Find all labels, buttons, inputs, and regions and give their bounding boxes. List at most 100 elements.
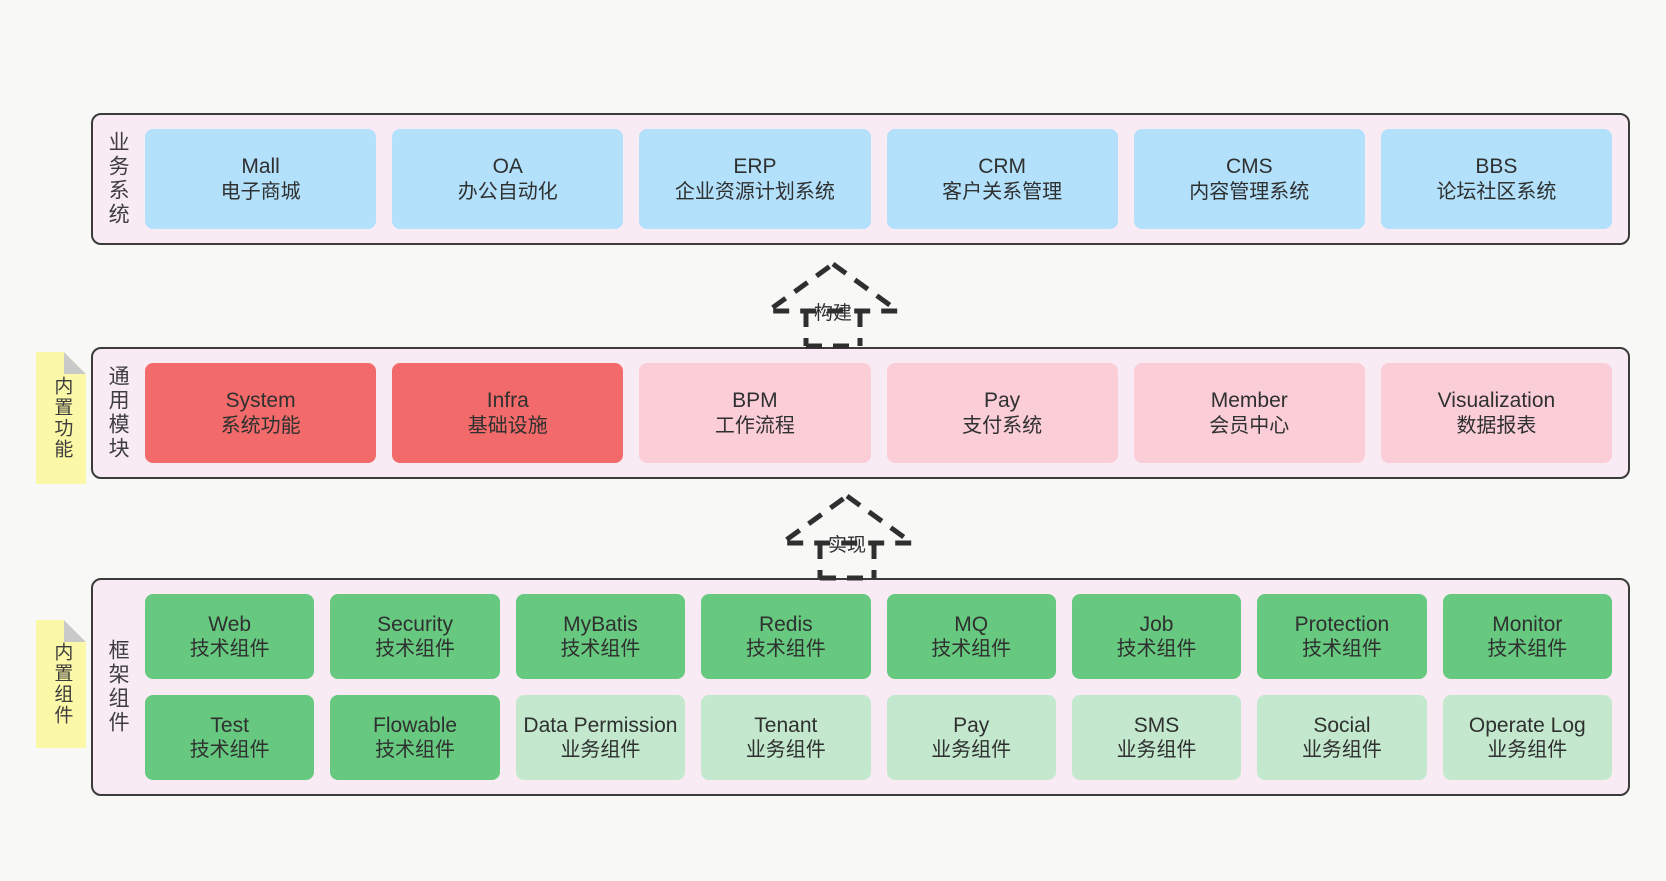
connector-label-implement: 实现 bbox=[828, 535, 867, 556]
card-web[interactable]: Web 技术组件 bbox=[145, 594, 315, 679]
card-pay-business[interactable]: Pay 业务组件 bbox=[886, 695, 1056, 780]
layer-body-common-module: System 系统功能 Infra 基础设施 BPM 工作流程 Pay 支付系统… bbox=[141, 349, 1628, 477]
card-title: MyBatis bbox=[563, 612, 638, 636]
card-subtitle: 系统功能 bbox=[220, 414, 301, 437]
card-subtitle: 技术组件 bbox=[1116, 638, 1197, 661]
card-title: Test bbox=[210, 713, 249, 737]
card-erp[interactable]: ERP 企业资源计划系统 bbox=[639, 129, 871, 229]
card-row: Test 技术组件 Flowable 技术组件 Data Permission … bbox=[145, 695, 1612, 780]
card-title: Mall bbox=[241, 155, 280, 178]
card-redis[interactable]: Redis 技术组件 bbox=[701, 594, 871, 679]
card-subtitle: 业务组件 bbox=[745, 739, 826, 762]
card-infra[interactable]: Infra 基础设施 bbox=[392, 363, 624, 463]
card-protection[interactable]: Protection 技术组件 bbox=[1257, 594, 1427, 679]
card-subtitle: 工作流程 bbox=[714, 414, 795, 437]
card-bbs[interactable]: BBS 论坛社区系统 bbox=[1380, 129, 1613, 229]
card-crm[interactable]: CRM 客户关系管理 bbox=[886, 129, 1118, 229]
note-builtin-component: 内置组件 bbox=[36, 620, 86, 748]
card-member[interactable]: Member 会员中心 bbox=[1133, 363, 1365, 463]
card-title: Protection bbox=[1294, 612, 1390, 636]
card-subtitle: 企业资源计划系统 bbox=[674, 180, 835, 203]
card-subtitle: 技术组件 bbox=[189, 638, 270, 661]
card-mall[interactable]: Mall 电子商城 bbox=[145, 129, 377, 229]
card-title: CMS bbox=[1225, 155, 1273, 178]
layer-label-common-module: 通用模块 bbox=[106, 365, 130, 461]
card-row: System 系统功能 Infra 基础设施 BPM 工作流程 Pay 支付系统… bbox=[145, 363, 1613, 463]
card-title: BBS bbox=[1475, 155, 1518, 178]
card-sms[interactable]: SMS 业务组件 bbox=[1071, 695, 1242, 780]
card-system[interactable]: System 系统功能 bbox=[145, 363, 377, 463]
card-subtitle: 技术组件 bbox=[931, 638, 1012, 661]
card-visualization[interactable]: Visualization 数据报表 bbox=[1380, 363, 1613, 463]
connector-build: 构建 bbox=[758, 258, 908, 349]
card-social[interactable]: Social 业务组件 bbox=[1257, 695, 1427, 780]
layer-label-framework-component: 框架组件 bbox=[106, 639, 130, 735]
card-title: Pay bbox=[953, 713, 990, 737]
card-subtitle: 技术组件 bbox=[189, 739, 270, 762]
card-subtitle: 技术组件 bbox=[375, 739, 456, 762]
layer-framework-component: 框架组件 Web 技术组件 Security 技术组件 MyBatis 技术组件… bbox=[91, 578, 1630, 796]
card-title: Member bbox=[1210, 389, 1288, 412]
card-title: OA bbox=[492, 155, 523, 178]
card-mybatis[interactable]: MyBatis 技术组件 bbox=[515, 594, 686, 679]
connector-label-build: 构建 bbox=[814, 303, 853, 324]
card-title: MQ bbox=[954, 612, 989, 636]
card-title: Redis bbox=[758, 612, 813, 636]
generalization-arrow-icon bbox=[760, 260, 906, 349]
card-title: ERP bbox=[733, 155, 777, 178]
card-oa[interactable]: OA 办公自动化 bbox=[392, 129, 624, 229]
layer-common-module: 通用模块 System 系统功能 Infra 基础设施 BPM 工作流程 Pay… bbox=[91, 347, 1630, 479]
card-job[interactable]: Job 技术组件 bbox=[1071, 594, 1242, 679]
card-cms[interactable]: CMS 内容管理系统 bbox=[1133, 129, 1365, 229]
card-subtitle: 电子商城 bbox=[220, 180, 301, 203]
card-subtitle: 业务组件 bbox=[560, 739, 641, 762]
card-monitor[interactable]: Monitor 技术组件 bbox=[1442, 594, 1612, 679]
card-subtitle: 内容管理系统 bbox=[1189, 180, 1310, 203]
card-subtitle: 技术组件 bbox=[375, 638, 456, 661]
card-mq[interactable]: MQ 技术组件 bbox=[886, 594, 1056, 679]
card-title: Flowable bbox=[373, 713, 458, 737]
card-security[interactable]: Security 技术组件 bbox=[330, 594, 500, 679]
card-pay[interactable]: Pay 支付系统 bbox=[886, 363, 1118, 463]
card-title: CRM bbox=[978, 155, 1027, 178]
card-subtitle: 业务组件 bbox=[1116, 739, 1197, 762]
card-title: Web bbox=[208, 612, 252, 636]
card-flowable[interactable]: Flowable 技术组件 bbox=[330, 695, 500, 780]
layer-body-business-system: Mall 电子商城 OA 办公自动化 ERP 企业资源计划系统 CRM 客户关系… bbox=[141, 115, 1628, 243]
layer-label-business-system: 业务系统 bbox=[106, 131, 130, 227]
card-subtitle: 数据报表 bbox=[1456, 414, 1537, 437]
card-subtitle: 技术组件 bbox=[745, 638, 826, 661]
card-title: Infra bbox=[486, 389, 529, 412]
connector-implement: 实现 bbox=[772, 490, 922, 581]
card-title: Data Permission bbox=[523, 713, 678, 737]
card-title: Tenant bbox=[754, 713, 818, 737]
card-bpm[interactable]: BPM 工作流程 bbox=[639, 363, 871, 463]
card-subtitle: 技术组件 bbox=[1487, 638, 1568, 661]
card-subtitle: 业务组件 bbox=[931, 739, 1012, 762]
card-title: Security bbox=[377, 612, 453, 636]
card-title: Visualization bbox=[1437, 389, 1556, 412]
card-subtitle: 技术组件 bbox=[560, 638, 641, 661]
note-label: 内置组件 bbox=[51, 642, 73, 726]
card-subtitle: 业务组件 bbox=[1487, 739, 1568, 762]
card-subtitle: 技术组件 bbox=[1301, 638, 1382, 661]
note-builtin-feature: 内置功能 bbox=[36, 352, 86, 484]
generalization-arrow-icon bbox=[774, 492, 920, 581]
card-row: Web 技术组件 Security 技术组件 MyBatis 技术组件 Redi… bbox=[145, 594, 1612, 679]
card-title: Pay bbox=[984, 389, 1021, 412]
card-test[interactable]: Test 技术组件 bbox=[145, 695, 315, 780]
card-data-permission[interactable]: Data Permission 业务组件 bbox=[515, 695, 686, 780]
card-title: SMS bbox=[1133, 713, 1180, 737]
card-row: Mall 电子商城 OA 办公自动化 ERP 企业资源计划系统 CRM 客户关系… bbox=[145, 129, 1613, 229]
card-title: Monitor bbox=[1492, 612, 1563, 636]
card-title: BPM bbox=[732, 389, 778, 412]
card-subtitle: 基础设施 bbox=[467, 414, 548, 437]
card-operate-log[interactable]: Operate Log 业务组件 bbox=[1442, 695, 1612, 780]
card-subtitle: 支付系统 bbox=[962, 414, 1043, 437]
card-title: System bbox=[225, 389, 296, 412]
card-subtitle: 会员中心 bbox=[1209, 414, 1290, 437]
card-title: Social bbox=[1313, 713, 1371, 737]
layer-business-system: 业务系统 Mall 电子商城 OA 办公自动化 ERP 企业资源计划系统 CRM… bbox=[91, 113, 1630, 245]
card-tenant[interactable]: Tenant 业务组件 bbox=[701, 695, 871, 780]
